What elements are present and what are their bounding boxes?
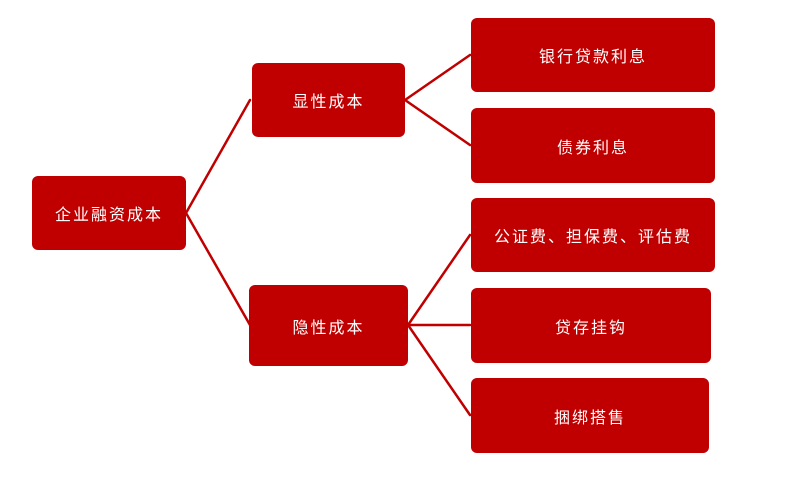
branch-node-label: 显性成本: [292, 92, 365, 111]
connector-implicit-to-bundled-sales: [406, 323, 472, 417]
root-node-label: 企业融资成本: [54, 205, 163, 224]
connector-root-to-implicit: [184, 211, 252, 327]
connector-root-to-explicit: [184, 98, 252, 215]
root-node: 企业融资成本: [32, 176, 186, 250]
leaf-node-fees: 公证费、担保费、评估费: [471, 198, 715, 272]
connector-explicit-to-bond-interest: [403, 98, 472, 147]
leaf-node-bundled-sales: 捆绑搭售: [471, 378, 709, 453]
leaf-node-label: 债券利息: [556, 137, 629, 157]
branch-node-explicit-cost: 显性成本: [252, 63, 405, 137]
leaf-node-label: 贷存挂钩: [554, 317, 627, 337]
leaf-node-label: 捆绑搭售: [553, 407, 626, 427]
connector-implicit-to-fees: [406, 233, 472, 327]
leaf-node-label: 公证费、担保费、评估费: [493, 227, 692, 246]
leaf-node-label: 银行贷款利息: [538, 47, 647, 66]
leaf-node-deposit-linkage: 贷存挂钩: [471, 288, 711, 363]
branch-node-label: 隐性成本: [292, 317, 365, 337]
branch-node-implicit-cost: 隐性成本: [249, 285, 408, 366]
leaf-node-bank-loan-interest: 银行贷款利息: [471, 18, 715, 92]
leaf-node-bond-interest: 债券利息: [471, 108, 715, 183]
connector-explicit-to-bank-interest: [403, 53, 472, 102]
